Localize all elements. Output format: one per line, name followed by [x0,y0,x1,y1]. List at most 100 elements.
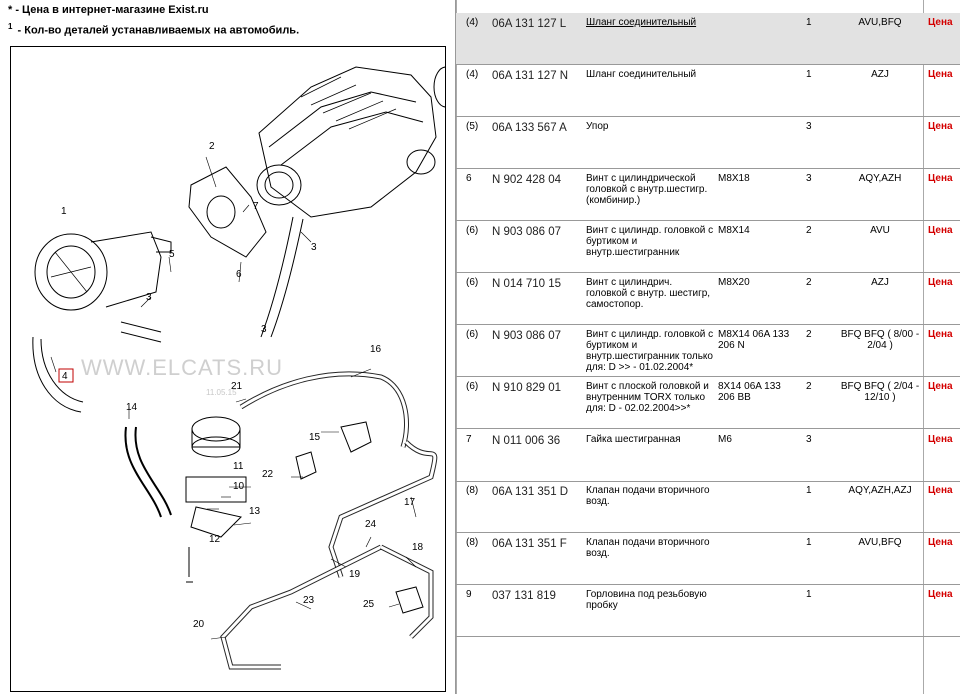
callout-14: 14 [126,402,138,413]
part-description: Гайка шестигранная [586,434,681,445]
part-position: (4) [466,17,479,28]
callout-6: 6 [236,269,242,280]
part-row[interactable]: (6) N 903 086 07 Винт с цилиндр. головкой … [456,325,960,377]
part-position: (6) [466,277,479,288]
part-model: AZJ [871,277,889,288]
callout-2: 2 [209,141,215,152]
part-position: (6) [466,381,479,392]
part-number-link[interactable]: 06A 131 351 D [492,486,569,498]
qty-note-text: - Кол-во деталей устанавливаемых на авто… [14,24,300,37]
part-position: (6) [466,329,479,340]
part-quantity: 2 [806,225,812,236]
part-model: AVU [870,225,890,236]
qty-note: 1 - Кол-во деталей устанавливаемых на ав… [8,22,299,37]
part-description: Винт с цилиндр. головкой с буртиком и вн… [586,225,714,258]
part-position: (6) [466,225,479,236]
callout-16: 16 [370,344,382,355]
part-number-link[interactable]: N 014 710 15 [492,278,562,290]
price-link[interactable]: Цена [928,17,953,28]
part-row[interactable]: (6) N 014 710 15 Винт с цилиндрич. головко… [456,273,960,325]
price-link[interactable]: Цена [928,381,953,392]
callout-21: 21 [231,381,243,392]
part-position: (8) [466,485,479,496]
part-description: Упор [586,121,609,132]
callout-12: 12 [209,534,221,545]
part-number-link[interactable]: N 902 428 04 [492,174,562,186]
part-quantity: 3 [806,121,812,132]
callout-11: 11 [233,461,244,472]
watermark: WWW.ELCATS.RU [81,355,283,380]
part-position: (5) [466,121,479,132]
air-filter-housing [258,66,437,218]
part-note: M8X14 [718,225,750,236]
price-link[interactable]: Цена [928,225,953,236]
part-description: Шланг соединительный [586,69,697,80]
callout-25: 25 [363,599,375,610]
part-row[interactable]: (6) N 903 086 07 Винт с цилиндр. головкой … [456,221,960,273]
part-number-link[interactable]: 06A 131 127 L [492,18,567,30]
part-quantity: 1 [806,589,812,600]
callout-17: 17 [404,497,416,508]
part-position: 9 [466,589,472,600]
callout-13: 13 [249,506,261,517]
part-description: Винт с цилиндрич. головкой с внутр. шест… [586,277,711,310]
part-number-link[interactable]: N 910 829 01 [492,382,562,394]
part-description: Шланг соединительный [586,17,697,28]
part-number-link[interactable]: N 903 086 07 [492,330,562,342]
part-position: (4) [466,69,479,80]
part-number-link[interactable]: 06A 131 127 N [492,70,569,82]
price-note: * - Цена в интернет-магазине Exist.ru [8,4,209,16]
price-link[interactable]: Цена [928,485,953,496]
part-model: AVU,BFQ [858,537,902,548]
part-row[interactable]: 6 N 902 428 04 Винт с цилиндрической голов… [456,169,960,221]
callout-5: 5 [169,249,175,260]
part-description: Винт с цилиндрической головкой с внутр.ш… [586,173,708,206]
callout-3-lower: 3 [146,292,152,303]
callout-20: 20 [193,619,205,630]
part-description: Клапан подачи вторичного возд. [586,537,710,559]
part-number-link[interactable]: 06A 133 567 A [492,122,567,134]
price-link[interactable]: Цена [928,329,953,340]
part-number-link[interactable]: N 903 086 07 [492,226,562,238]
price-link[interactable]: Цена [928,537,953,548]
price-link[interactable]: Цена [928,589,953,600]
part-note: M8X20 [718,277,750,288]
price-link[interactable]: Цена [928,434,953,445]
callout-3-mid: 3 [261,324,267,335]
price-link[interactable]: Цена [928,173,953,184]
part-quantity: 2 [806,277,812,288]
callout-7: 7 [253,201,259,212]
part-number-link[interactable]: N 011 006 36 [492,435,561,447]
part-note: M6 [718,434,732,445]
part-model: AZJ [871,69,889,80]
price-link[interactable]: Цена [928,277,953,288]
parts-diagram: WWW.ELCATS.RU 11.05.15 1 2 3 3 4 5 6 7 1… [10,46,446,692]
part-number-link[interactable]: 06A 131 351 F [492,538,567,550]
price-column-divider [923,0,924,694]
part-description: Клапан подачи вторичного возд. [586,485,710,507]
price-link[interactable]: Цена [928,69,953,80]
part-row[interactable]: (8) 06A 131 351 D Клапан подачи вторичного… [456,481,960,533]
part-row[interactable]: (5) 06A 133 567 A Упор 3 Цена [456,117,960,169]
part-quantity: 1 [806,537,812,548]
part-note: M8X18 [718,173,750,184]
bracket [188,166,267,258]
part-quantity: 2 [806,329,812,340]
exploded-view-drawing: WWW.ELCATS.RU 11.05.15 1 2 3 3 4 5 6 7 1… [32,66,445,670]
part-description: Винт с цилиндр. головкой с буртиком и вн… [586,329,714,373]
callout-18: 18 [412,542,424,553]
callout-10: 10 [233,481,245,492]
part-note: 8X14 06A 133 206 BB [718,381,781,403]
price-link[interactable]: Цена [928,121,953,132]
qty-note-superscript: 1 [8,22,13,31]
callout-22: 22 [262,469,274,480]
part-number-link[interactable]: 037 131 819 [492,590,556,602]
date-mark: 11.05.15 [206,388,237,397]
part-position: 6 [466,173,472,184]
